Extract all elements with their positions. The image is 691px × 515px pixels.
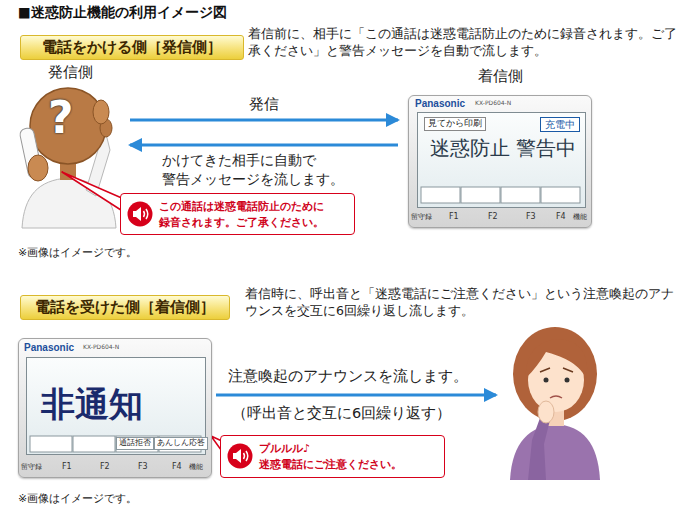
caller-body: [22, 178, 116, 228]
softkey-label: F1: [449, 212, 459, 223]
model-number: KX-PD604-N: [475, 99, 511, 107]
label-band: 電話を受けた側［着信側］: [20, 295, 230, 320]
phone-device: Panasonic KX-PD604-N 非通知: [18, 338, 212, 478]
softkey-cell: [73, 436, 115, 452]
softkey-cell: [421, 187, 460, 203]
arrow-caption: （呼出音と交互に6回繰り返す）: [232, 404, 451, 424]
speaker-glyph: [233, 449, 241, 463]
softkey-label: F1: [62, 462, 72, 473]
announce-arrow: [216, 394, 496, 397]
signal-arrow: [130, 144, 398, 147]
label-band: 電話をかける側［発信側］: [20, 35, 244, 60]
softkey-label: F3: [138, 462, 148, 473]
softkey-cell: [30, 436, 72, 452]
phone-screen: 見てから印刷 充電中迷惑防止 警告中: [417, 112, 586, 208]
caller-hand: [28, 155, 48, 181]
caller-hand: [93, 100, 109, 124]
diagram-title: ■迷惑防止機能の利用イメージ図: [18, 3, 227, 21]
image-note: ※画像はイメージです。: [18, 492, 137, 507]
woman-arm: [528, 418, 550, 480]
softkey-label: 機能: [189, 463, 203, 472]
woman-hair: [513, 327, 597, 421]
screen-message: 非通知: [41, 382, 143, 426]
phone-device: 着信側PanasonicKX-PD604-N見てから印刷充電中迷惑防止 警告中: [408, 95, 592, 228]
model-number: KX-PD604-N: [83, 343, 119, 351]
warning-callout: この通話は迷惑電話防止のために 録音されます。ご了承ください。: [120, 193, 355, 235]
description: 着信時に、呼出音と「迷惑電話にご注意ください」という注意喚起のアナウンスを交互に…: [245, 286, 680, 320]
woman-eye: [565, 378, 570, 383]
softkey-cell: [541, 187, 580, 203]
warning-callout: プルルル♪ 迷惑電話にご注意ください。: [220, 435, 445, 478]
image-note: ※画像はイメージです。: [18, 246, 137, 261]
figure-heading: 発信側: [48, 63, 93, 83]
status-badge: 充電中: [540, 117, 580, 132]
edge-label: かけてきた相手に自動で 警告メッセージを流します。: [159, 151, 365, 189]
woman-mouth: [550, 396, 562, 398]
speaker-disc: [128, 202, 153, 227]
description: 着信前に、相手に「この通話は迷惑電話防止のために録音されます。ご了承ください」と…: [248, 26, 680, 60]
screen-message: 迷惑防止 警告中: [430, 137, 580, 160]
question-mark: ?: [48, 96, 74, 140]
woman-eye: [544, 378, 549, 383]
signal-arrow: [130, 119, 398, 122]
speaker-icon: [227, 443, 253, 469]
softkey-label: 機能: [573, 213, 587, 222]
figure-heading: 着信側: [478, 67, 523, 87]
sound-waves: [244, 451, 248, 461]
softkey-label: F2: [100, 462, 110, 473]
softkey-label: 留守録: [21, 463, 42, 472]
softkey-button: 通話拒否: [116, 437, 154, 450]
woman-illustration: [510, 327, 600, 480]
speaker-glyph: [133, 207, 141, 221]
arrow-caption: 注意喚起のアナウンスを流します。: [228, 367, 468, 387]
softkey-cell: [501, 187, 540, 203]
softkey-label: F3: [526, 212, 536, 223]
woman-bangs: [526, 339, 587, 378]
woman-brows: [540, 368, 573, 372]
softkey-label: F4: [556, 212, 566, 223]
woman-hand: [538, 401, 554, 423]
band-text: 電話をかける側［発信側］: [42, 38, 222, 58]
screen-tab: 見てから印刷: [424, 117, 486, 131]
speaker-icon: [127, 201, 153, 227]
speaker-disc: [228, 444, 253, 469]
softkey-label: 留守録: [411, 213, 432, 222]
softkey-cell: [461, 187, 500, 203]
edge-label: 発信: [246, 94, 282, 114]
brand-name: Panasonic: [415, 97, 465, 110]
callout-text: プルルル♪ 迷惑電話にご注意ください。: [259, 441, 439, 473]
caller-illustration: [19, 88, 116, 228]
softkey-cell: [116, 436, 158, 452]
softkey-label: F4: [172, 462, 182, 473]
softkey-button: あんしん応答: [154, 437, 208, 450]
sound-waves: [144, 209, 148, 219]
caller-head: [30, 88, 106, 164]
callout-pointer: [62, 172, 124, 212]
band-text: 電話を受けた側［着信側］: [35, 298, 215, 318]
callout-text: この通話は迷惑電話防止のために 録音されます。ご了承ください。: [159, 199, 349, 231]
woman-body: [510, 424, 600, 480]
brand-name: Panasonic: [24, 341, 74, 354]
softkey-label: F2: [488, 212, 498, 223]
